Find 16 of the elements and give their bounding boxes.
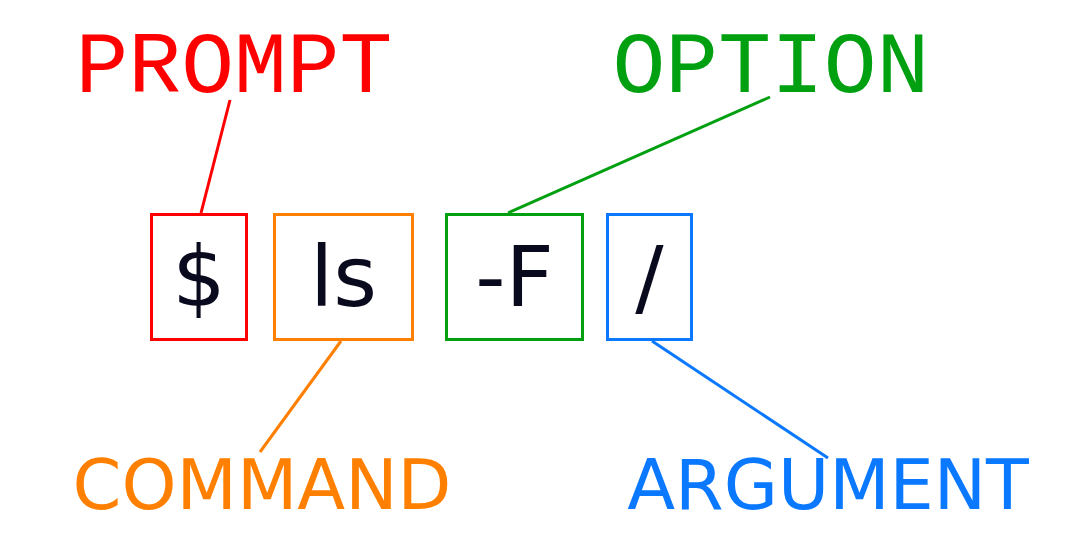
leader-line: [258, 340, 343, 453]
command-token: ls: [309, 235, 378, 319]
token-box: [273, 213, 414, 341]
part-label: OPTION: [600, 30, 942, 108]
leader-line: [199, 99, 232, 214]
command-token: /: [635, 235, 664, 319]
command-token: $: [172, 235, 226, 319]
token-box: [150, 213, 248, 341]
leader-line: [507, 95, 771, 215]
part-label: COMMAND: [62, 446, 462, 524]
token-box: [445, 213, 584, 341]
token-box: [606, 213, 693, 341]
part-label: ARGUMENT: [600, 446, 1056, 524]
part-label: PROMPT: [66, 30, 402, 108]
leader-line: [651, 339, 829, 460]
command-token: -F: [475, 235, 554, 319]
